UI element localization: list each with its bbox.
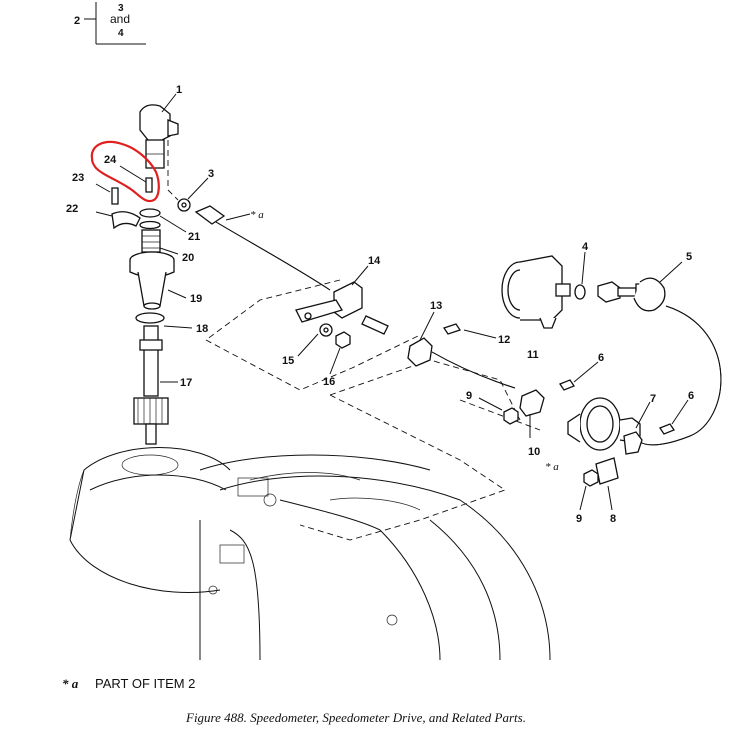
callout-9-lower: 9: [576, 513, 582, 525]
part-9-nut-lower: [583, 469, 599, 487]
part-22-clip: [111, 211, 141, 230]
part-5-clip-and-cable: [633, 277, 722, 446]
callout-23: 23: [72, 172, 84, 184]
part-11-speedometer: [501, 255, 571, 329]
callout-14: 14: [368, 255, 381, 267]
reference-bracket: 2 3 and 4: [74, 2, 146, 45]
ref-middle: and: [110, 12, 130, 26]
callout-8: 8: [610, 513, 616, 525]
callout-21: 21: [188, 231, 200, 243]
ref-left: 2: [74, 15, 80, 27]
part-10-clamp: [519, 389, 545, 417]
ref-top: 3: [118, 3, 124, 14]
callout-4: 4: [582, 241, 589, 253]
callout-5: 5: [686, 251, 692, 263]
footnote-text: PART OF ITEM 2: [95, 676, 195, 691]
ref-bottom: 4: [118, 28, 124, 39]
part-24-pin: [145, 177, 153, 193]
callout-labels: 1 3 * a 4 5 14 13 12 11 15 16 6 9 7 6 10…: [66, 84, 694, 525]
part-18-seal: [135, 312, 165, 324]
part-23-screw: [111, 187, 119, 205]
callout-7: 7: [650, 393, 656, 405]
middle-cable-section: [361, 315, 516, 389]
part-6-screw-upper: [559, 379, 575, 391]
callout-6-lower: 6: [688, 390, 694, 402]
callout-1: 1: [176, 84, 182, 96]
part-14-bracket: [295, 281, 363, 323]
callout-20: 20: [182, 252, 194, 264]
part-8-bracket: [595, 457, 619, 485]
part-12-screw: [442, 323, 462, 335]
small-hardware-stack: [111, 177, 161, 253]
callout-18: 18: [196, 323, 208, 335]
callout-22: 22: [66, 203, 78, 215]
speedometer-cable: [194, 205, 331, 291]
part-9-nut-upper: [503, 407, 519, 425]
dashed-guides: [167, 140, 541, 541]
callout-19: 19: [190, 293, 202, 305]
part-6-screw-lower: [659, 423, 675, 435]
part-7-clamp: [623, 431, 643, 455]
callout-9-upper: 9: [466, 390, 472, 402]
part-16-nut: [335, 331, 351, 349]
speedometer-drive-unit: [567, 397, 643, 455]
part-21-washer: [139, 208, 161, 218]
callout-17: 17: [180, 377, 192, 389]
footnote-marker: * a: [62, 676, 79, 691]
callout-6-upper: 6: [598, 352, 604, 364]
callout-3: 3: [208, 168, 214, 180]
footnote: * a PART OF ITEM 2: [62, 676, 195, 691]
transmission-housing: [69, 447, 551, 661]
highlight-item-24: [90, 140, 160, 203]
part-1-angle-adapter: [139, 104, 179, 169]
callout-13: 13: [430, 300, 442, 312]
part-20-spring: [141, 229, 161, 253]
callout-12: 12: [498, 334, 510, 346]
part-4-washer: [574, 284, 586, 300]
callout-star-a-note: * a: [545, 461, 559, 473]
leader-lines: [95, 93, 689, 511]
part-17-drive-gear: [133, 325, 169, 445]
part-13-clamp: [407, 337, 433, 367]
figure-caption: Figure 488. Speedometer, Speedometer Dri…: [185, 710, 526, 725]
callout-15: 15: [282, 355, 294, 367]
callout-16: 16: [323, 376, 335, 388]
callout-24: 24: [104, 154, 117, 166]
callout-10: 10: [528, 446, 540, 458]
callout-11: 11: [527, 349, 539, 361]
callout-2-note: * a: [250, 209, 264, 221]
part-19-sleeve: [129, 251, 175, 310]
